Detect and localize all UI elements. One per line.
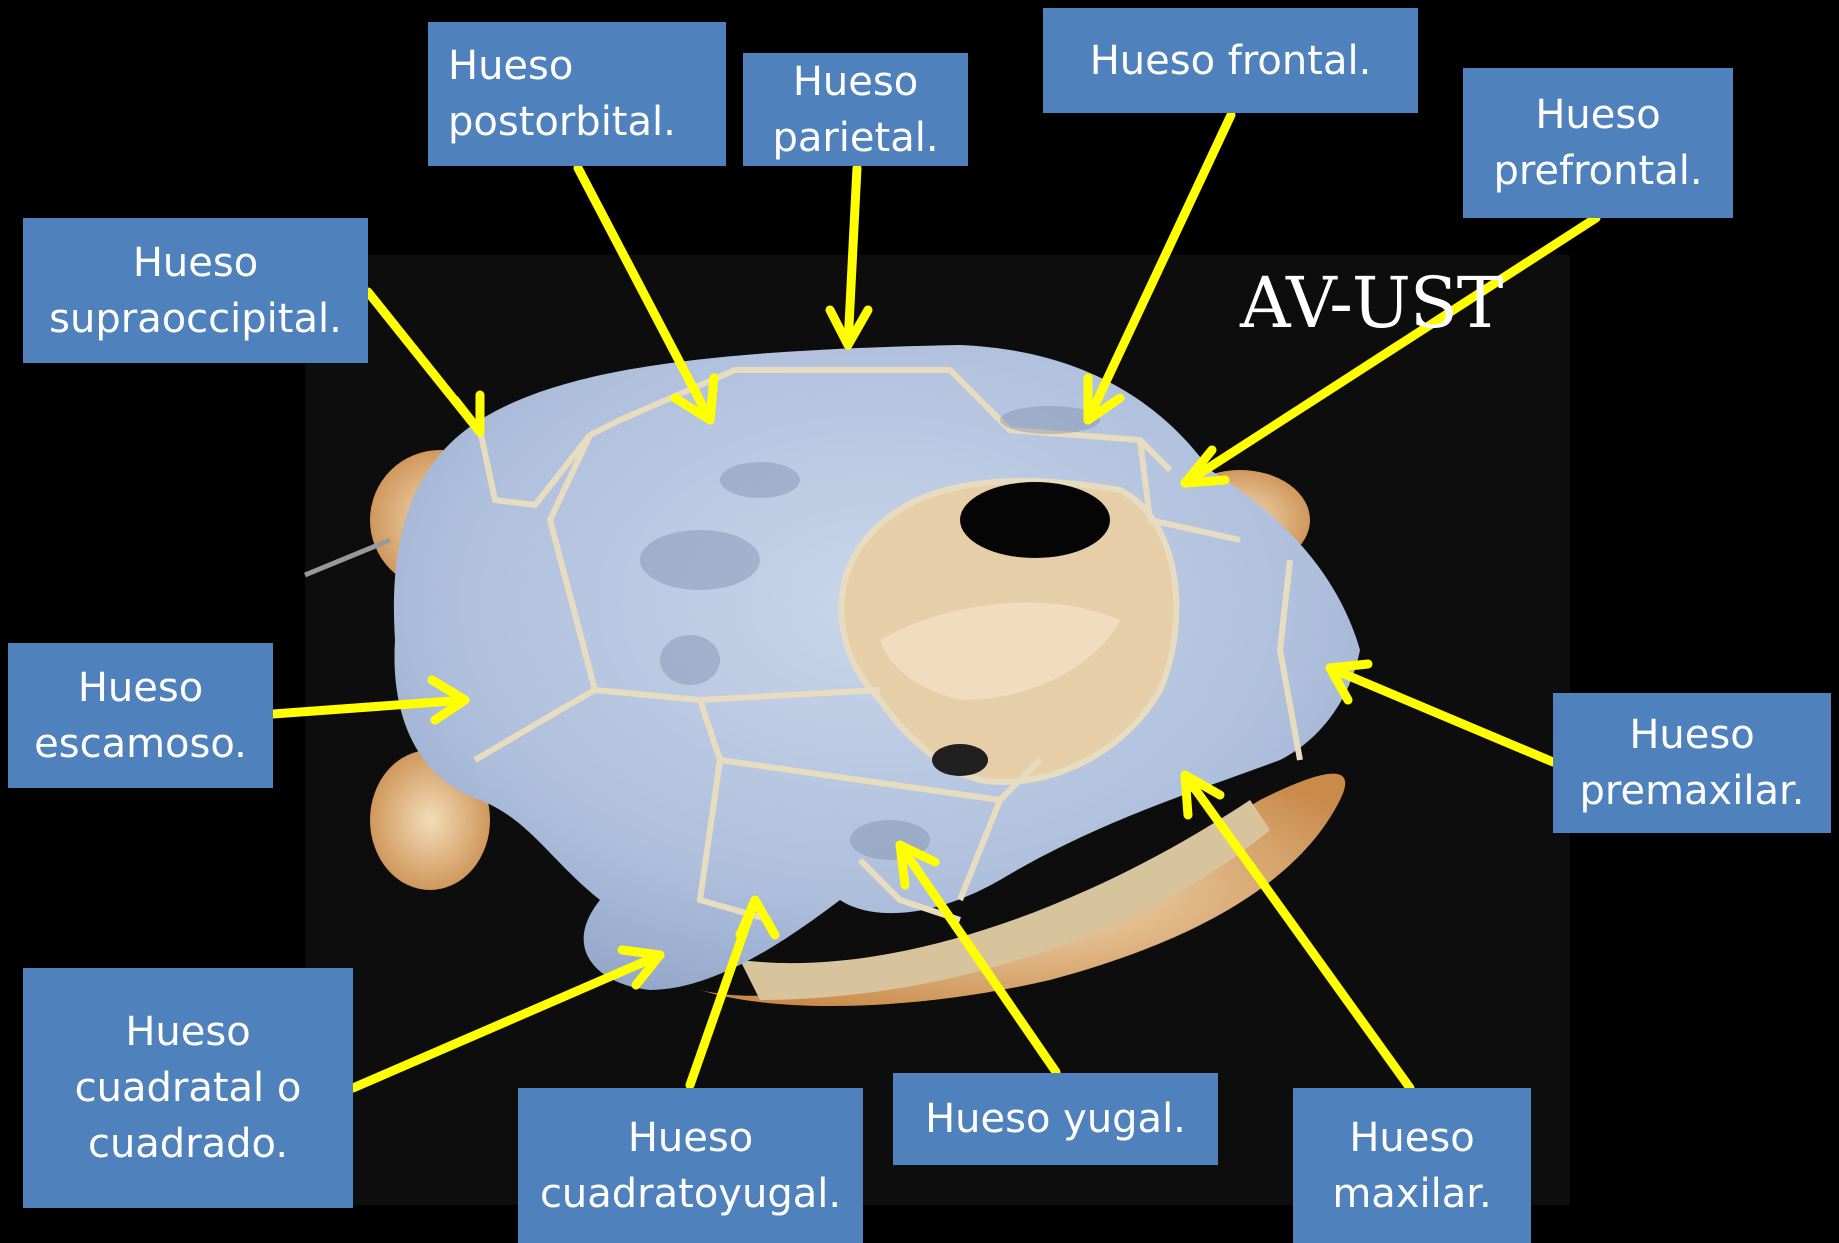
label-cuadratal: Hueso cuadratal o cuadrado.: [23, 968, 353, 1208]
label-prefrontal: Hueso prefrontal.: [1463, 68, 1733, 218]
label-parietal: Hueso parietal.: [743, 53, 968, 166]
label-escamoso: Hueso escamoso.: [8, 643, 273, 788]
label-frontal: Hueso frontal.: [1043, 8, 1418, 113]
label-postorbital: Hueso postorbital.: [428, 22, 726, 166]
label-supraoccipital: Hueso supraoccipital.: [23, 218, 368, 363]
label-yugal: Hueso yugal.: [893, 1073, 1218, 1165]
watermark: AV-UST: [1240, 262, 1502, 344]
orbit-hole-small: [932, 744, 988, 776]
label-premaxilar: Hueso premaxilar.: [1553, 693, 1831, 833]
label-cuadratoyugal: Hueso cuadratoyugal.: [518, 1088, 863, 1243]
label-maxilar: Hueso maxilar.: [1293, 1088, 1531, 1243]
orbit-hole: [960, 482, 1110, 558]
